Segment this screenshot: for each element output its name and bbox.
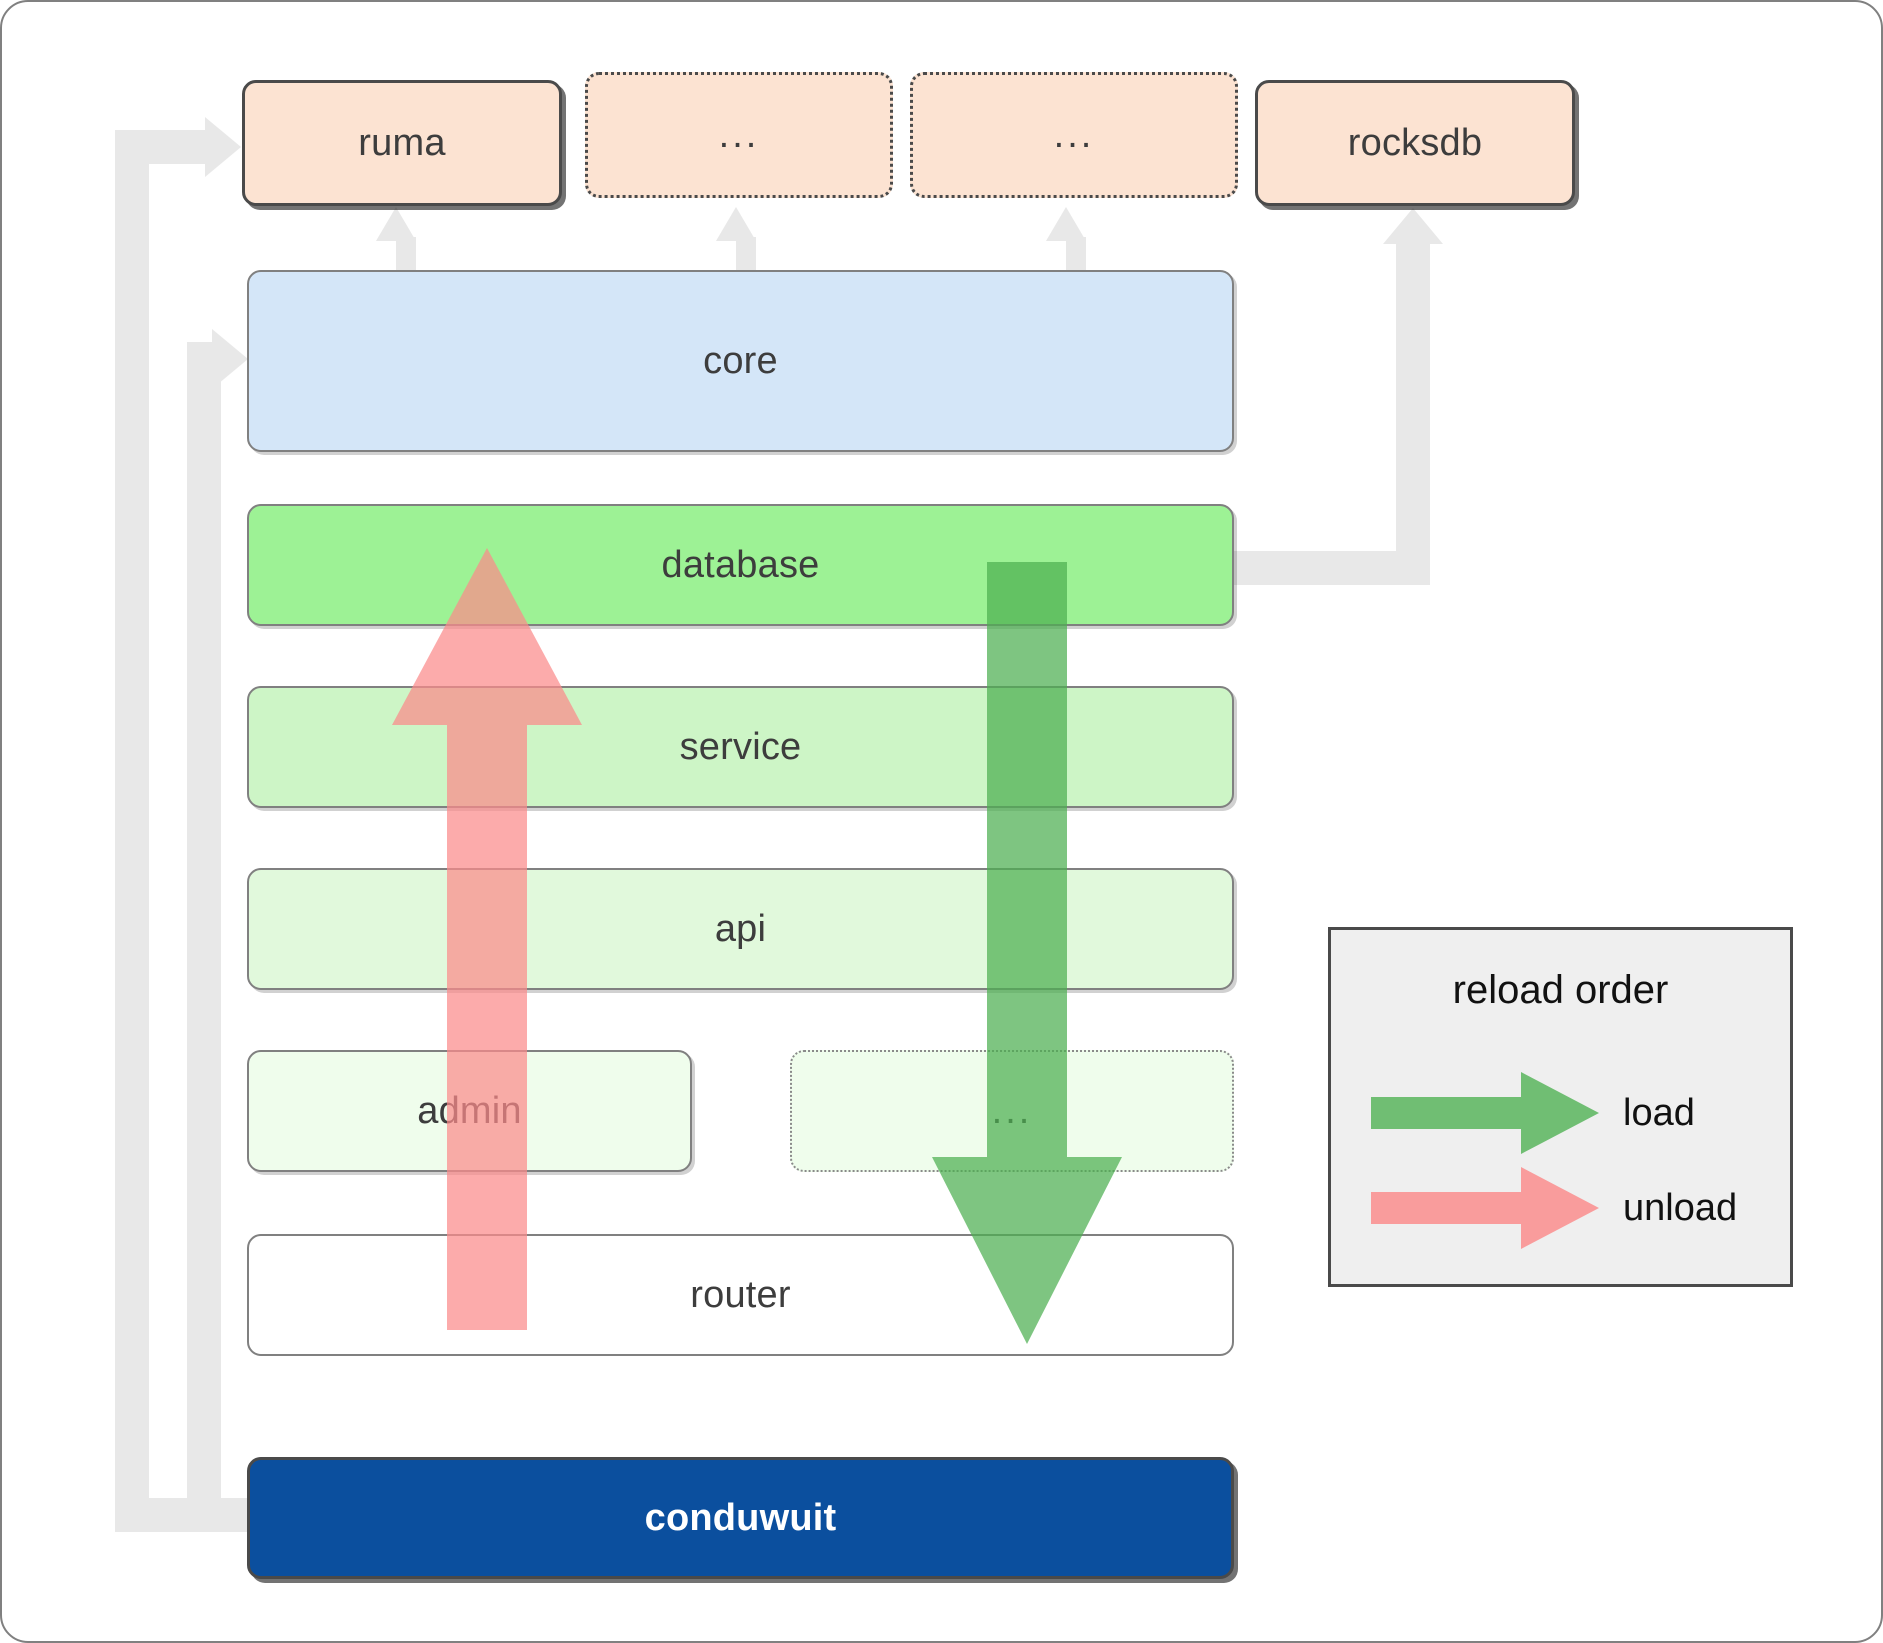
unload-flow-arrow <box>387 540 587 1330</box>
node-api[interactable]: api <box>247 868 1234 990</box>
node-top-dots-1-label: ... <box>718 113 760 156</box>
load-flow-arrow <box>927 562 1127 1352</box>
node-core[interactable]: core <box>247 270 1234 452</box>
connector-database-to-rocksdb-vertical <box>1396 244 1430 585</box>
node-top-dots-2[interactable]: ... <box>910 72 1238 198</box>
connector-rocksdb-arrowhead <box>1383 208 1443 244</box>
connector-core-to-dots2-arrowhead <box>1046 207 1086 241</box>
legend-unload-arrow-icon <box>1371 1167 1599 1249</box>
node-top-dots-1[interactable]: ... <box>585 72 893 198</box>
node-top-dots-2-label: ... <box>1053 113 1095 156</box>
connector-conduwuit-to-ruma-trunk <box>115 130 149 1532</box>
connector-ruma-arrowhead <box>205 117 241 177</box>
legend-load-label: load <box>1623 1091 1695 1134</box>
node-router-label: router <box>690 1273 791 1316</box>
legend-panel: reload order load unload <box>1328 927 1793 1287</box>
legend-title: reload order <box>1452 968 1669 1012</box>
connector-core-to-dots1-stem <box>736 237 756 277</box>
connector-core-to-dots1-arrowhead <box>716 207 756 241</box>
node-rocksdb-label: rocksdb <box>1347 121 1483 164</box>
connector-core-arrowhead <box>212 329 248 389</box>
node-service-label: service <box>679 725 802 768</box>
connector-core-to-dots2-stem <box>1066 237 1086 277</box>
node-rocksdb[interactable]: rocksdb <box>1255 80 1575 206</box>
connector-core-to-ruma-arrowhead <box>376 207 416 241</box>
node-service[interactable]: service <box>247 686 1234 808</box>
node-conduwuit[interactable]: conduwuit <box>247 1457 1234 1579</box>
legend-load-arrow-icon <box>1371 1072 1599 1154</box>
connector-conduwuit-bottom-horizontal <box>115 1498 255 1532</box>
connector-core-to-ruma-stem <box>396 237 416 277</box>
legend-row-unload: unload <box>1371 1165 1737 1251</box>
node-ruma[interactable]: ruma <box>242 80 562 206</box>
node-conduwuit-label: conduwuit <box>644 1496 837 1539</box>
node-api-label: api <box>714 907 767 950</box>
node-database[interactable]: database <box>247 504 1234 626</box>
node-ruma-label: ruma <box>358 121 446 164</box>
node-core-label: core <box>703 339 778 382</box>
connector-core-trunk <box>187 342 221 1502</box>
connector-ruma-horizontal <box>115 130 205 164</box>
legend-unload-label: unload <box>1623 1186 1738 1229</box>
node-database-label: database <box>661 543 820 586</box>
legend-row-load: load <box>1371 1070 1695 1156</box>
